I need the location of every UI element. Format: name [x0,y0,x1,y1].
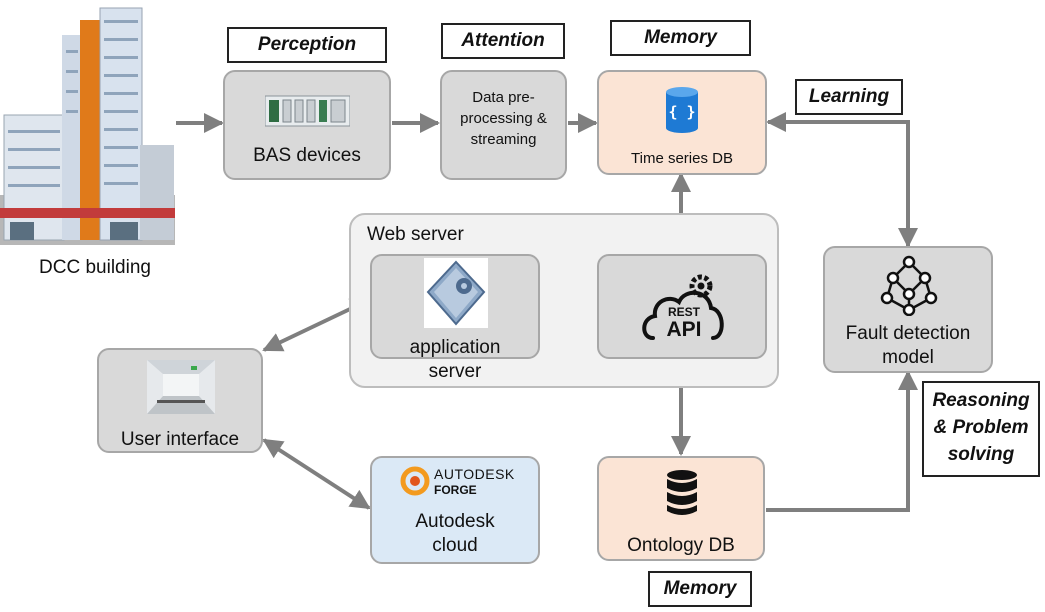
arrow-ui-autodesk [262,438,371,510]
tag-learning: Learning [795,79,903,115]
preproc-line-2: processing & [460,110,547,127]
building-label: DCC building [39,257,151,278]
tag-memory-top: Memory [610,20,751,56]
tag-reasoning-line-3: solving [947,444,1015,465]
tsdb-label: Time series DB [631,150,733,167]
node-autodesk-cloud: AUTODESK FORGE Autodesk cloud [370,456,540,564]
node-ontology-db: Ontology DB [597,456,765,561]
appserver-line-2: server [428,361,482,382]
node-fault-detection: Fault detection model [823,246,993,373]
tag-reasoning-line-2: & Problem [933,417,1029,438]
node-rest-api: REST API [597,254,767,359]
arrow-ontology-fault [766,370,918,512]
appserver-label: application server [372,336,538,384]
ontology-label: Ontology DB [627,535,735,556]
node-time-series-db: { } Time series DB [597,70,767,175]
bas-devices-image [265,95,350,127]
cloud-gear-icon [642,274,724,340]
preproc-line-3: streaming [470,131,537,148]
fault-line-1: Fault detection [845,323,971,344]
preproc-label: Data pre- processing & streaming [442,87,565,150]
autodesk-logo-line-1: AUTODESK [434,466,515,482]
autodesk-line-2: cloud [432,535,478,556]
bas-label: BAS devices [253,145,361,166]
building-photo-icon [0,7,175,245]
arrow-tsdb-fault [766,112,918,248]
tag-attention: Attention [441,23,565,59]
web-server-label: Web server [367,224,464,245]
tag-reasoning: Reasoning & Problem solving [922,381,1040,477]
tag-reasoning-line-1: Reasoning [932,390,1030,411]
network-graph-icon [880,255,938,316]
rest-api-text: REST API [639,306,729,341]
node-application-server: application server [370,254,540,382]
node-user-interface: User interface [97,348,263,453]
node-bas-devices: BAS devices [223,70,391,180]
autodesk-label: Autodesk cloud [372,510,538,558]
interface-photo [147,360,215,414]
svg-text:{ }: { } [668,103,695,121]
tag-memory-bottom: Memory [648,571,752,607]
appserver-line-1: application [409,337,501,358]
database-icon: { } [666,87,698,133]
autodesk-logo-line-2: FORGE [434,483,477,497]
preproc-line-1: Data pre- [472,89,535,106]
fault-line-2: model [882,347,934,368]
building-image [0,0,175,245]
rest-line-2: API [666,318,702,341]
server-icon [424,258,488,328]
rest-line-1: REST [667,305,700,319]
autodesk-line-1: Autodesk [415,511,495,532]
autodesk-logo-text: AUTODESK FORGE [434,466,534,498]
autodesk-logo-icon [400,466,430,496]
node-preprocessing: Data pre- processing & streaming [440,70,567,180]
ui-label: User interface [120,429,240,450]
database-stack-icon [667,470,697,515]
fault-label: Fault detection model [825,322,991,370]
tag-perception: Perception [227,27,387,63]
